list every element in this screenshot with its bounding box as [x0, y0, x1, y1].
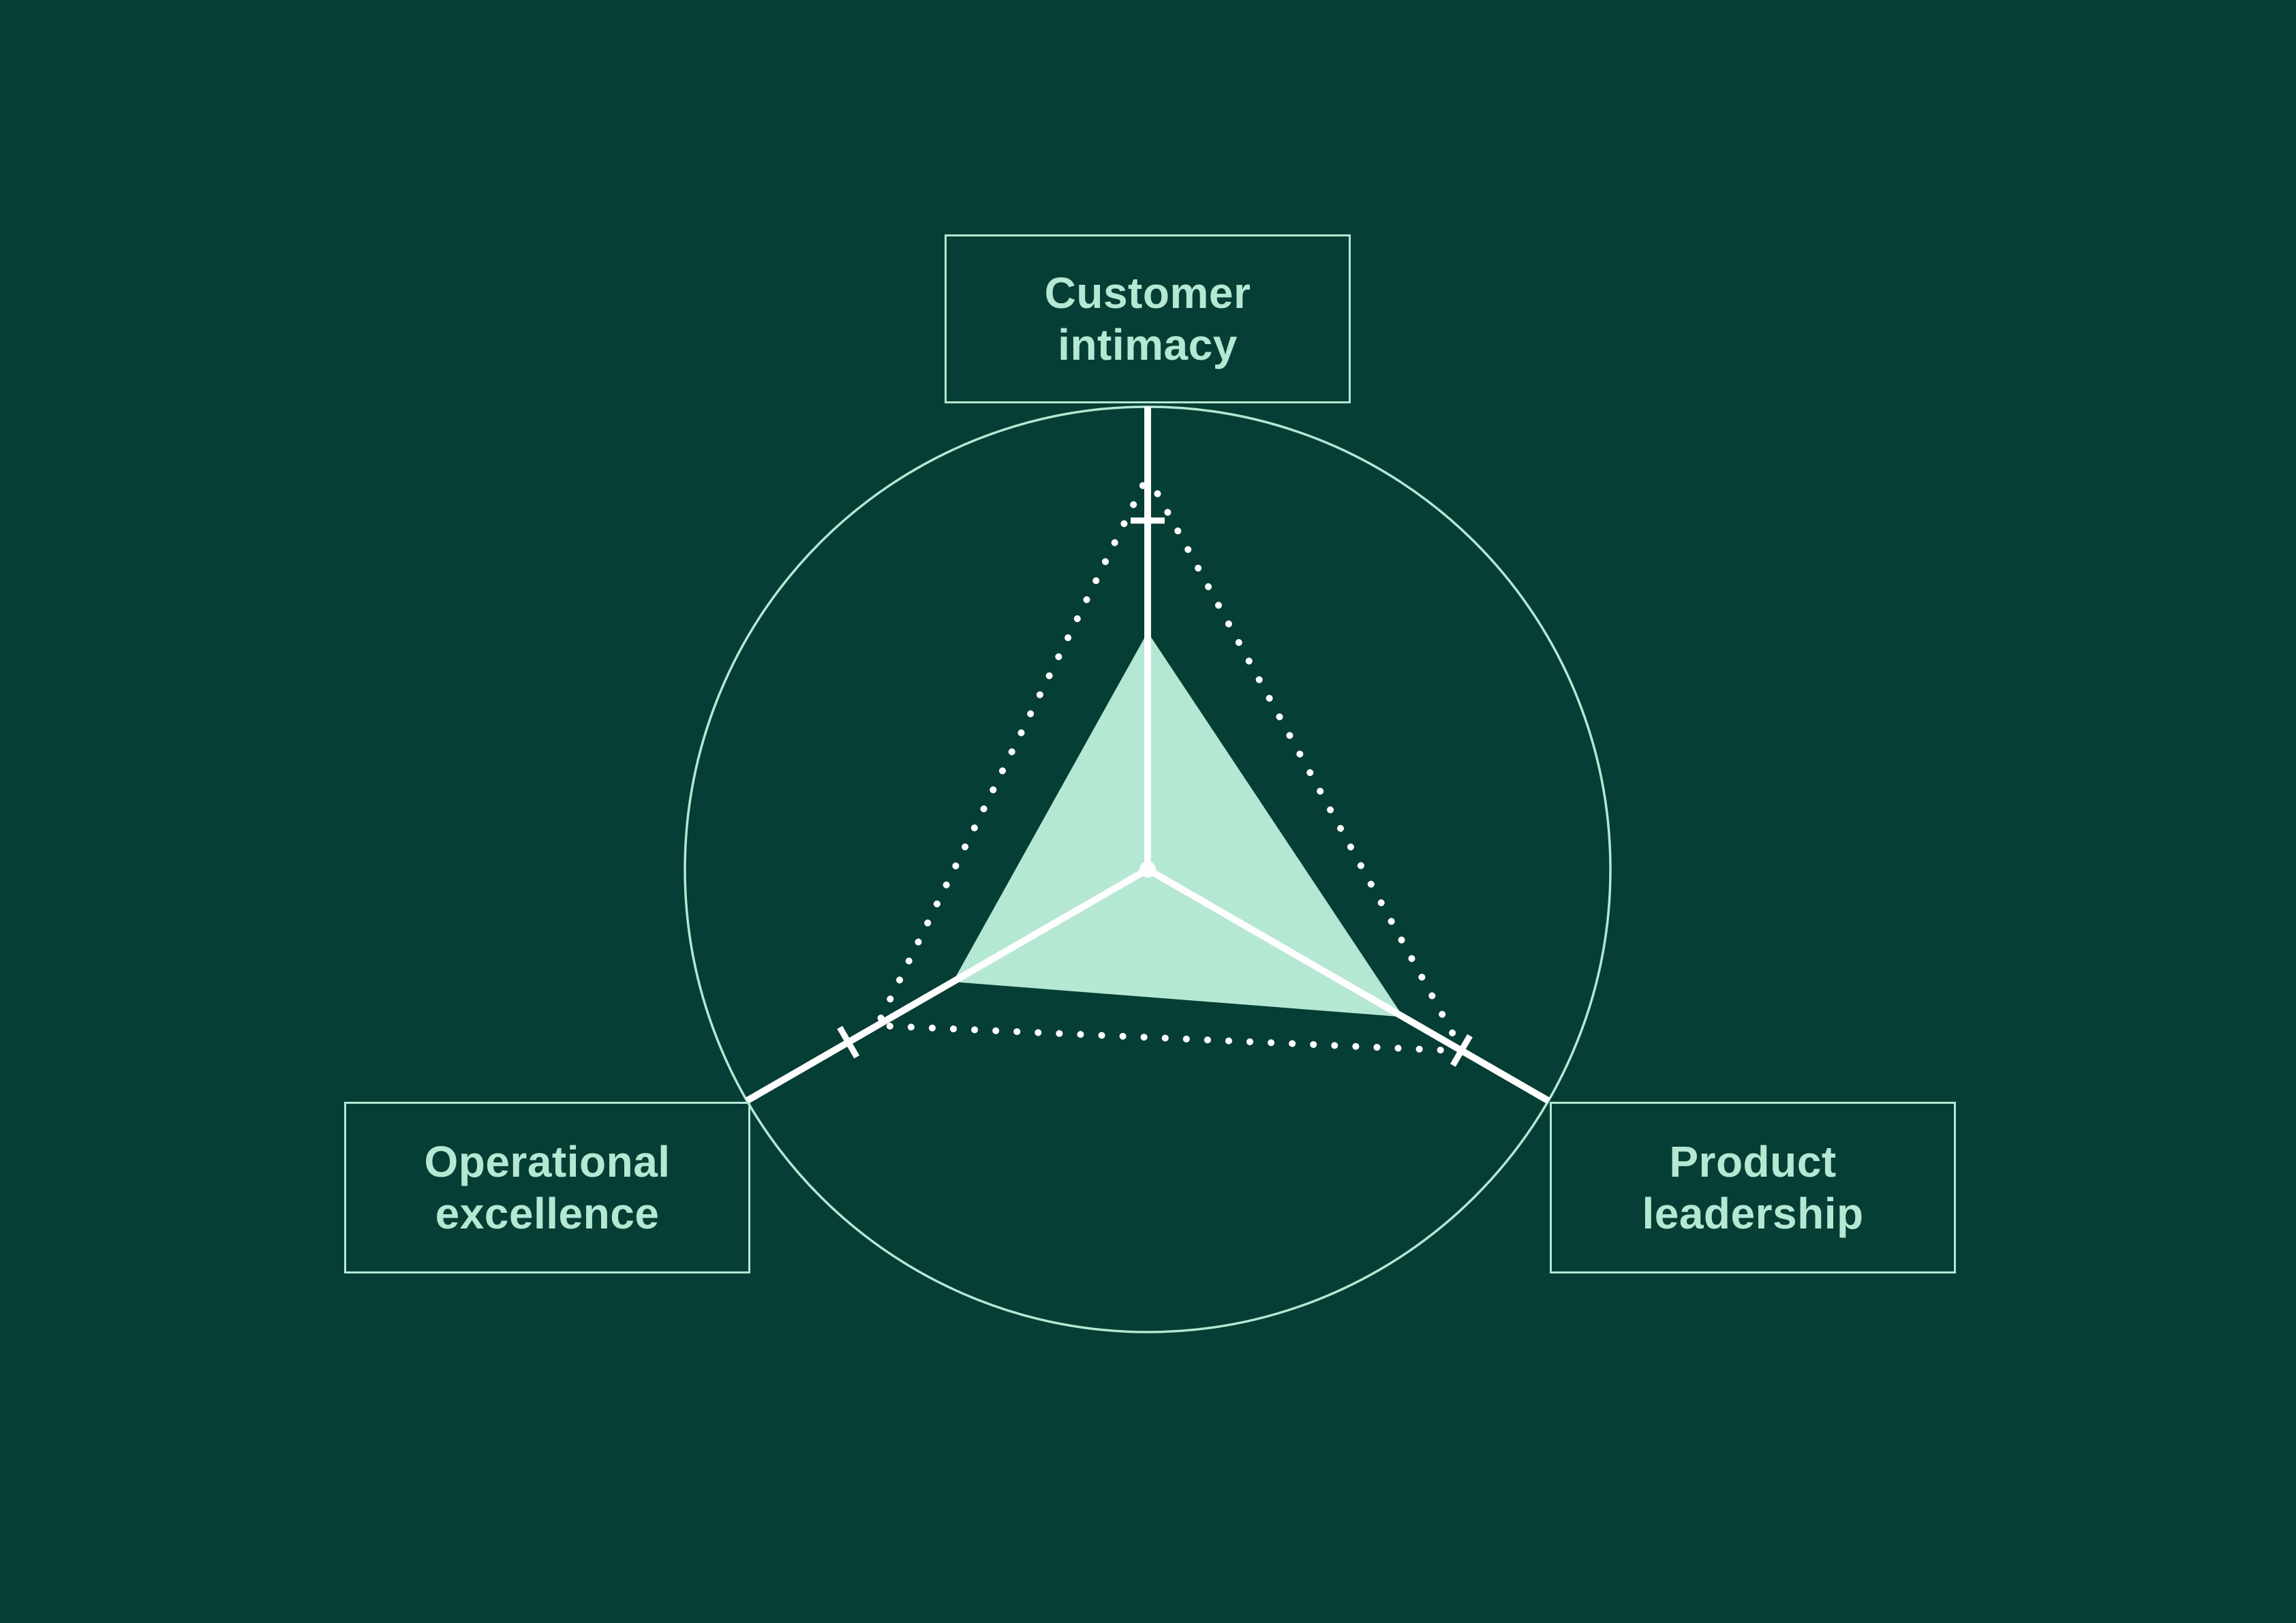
- label-line: Product: [1669, 1137, 1837, 1186]
- value-triangle: [953, 632, 1404, 1017]
- label-line: excellence: [435, 1189, 660, 1238]
- label-box-operational-excellence: Operational excellence: [344, 1102, 750, 1273]
- center-dot: [1139, 861, 1156, 878]
- dotted-reference-triangle: [872, 468, 1469, 1055]
- label-line: Customer: [1044, 268, 1251, 318]
- axis-line: [745, 866, 1150, 1104]
- label-line: intimacy: [1058, 320, 1238, 369]
- axis-line: [1146, 866, 1550, 1104]
- label-line: leadership: [1642, 1189, 1864, 1238]
- tick-mark: [837, 1025, 860, 1059]
- label-box-customer-intimacy: Customer intimacy: [945, 234, 1351, 403]
- label-line: Operational: [424, 1137, 671, 1186]
- tick-mark: [1450, 1034, 1473, 1067]
- label-box-product-leadership: Product leadership: [1550, 1102, 1956, 1273]
